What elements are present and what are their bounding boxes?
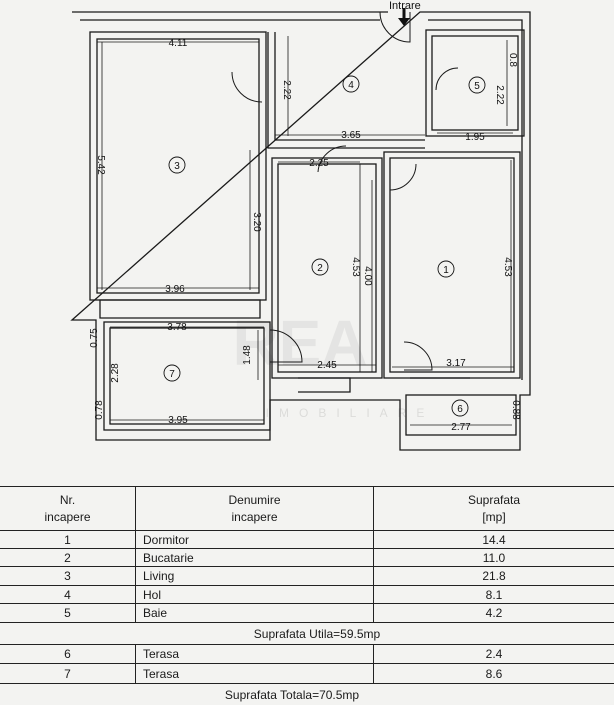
door-swings — [231, 11, 459, 371]
dim-terrace7-left-bottom: 0.78 — [94, 400, 105, 420]
table-row: 1 Dormitor 14.4 — [0, 530, 614, 548]
room-number-1: 1 — [443, 265, 449, 276]
dim-kitchen-inner: 4.00 — [362, 266, 373, 286]
dim-kitchen-top: 2.25 — [309, 158, 329, 169]
dim-terrace7-right: 1.48 — [242, 345, 253, 365]
room-number-7: 7 — [169, 369, 175, 380]
entrance-arrow-icon — [398, 8, 410, 26]
room-number-4: 4 — [348, 80, 354, 91]
dim-terrace6-right: 0.88 — [510, 400, 521, 420]
dimension-lines — [97, 36, 514, 426]
dim-living-inner: 3.20 — [251, 212, 262, 232]
dim-bath-width: 1.95 — [465, 132, 485, 143]
table-row: 2 Bucatarie 11.0 — [0, 548, 614, 566]
dim-bedroom-bottom: 3.17 — [446, 358, 466, 369]
dim-hall-height: 2.22 — [281, 80, 292, 100]
useful-area-total: Suprafata Utila=59.5mp — [253, 626, 381, 641]
room-number-5: 5 — [474, 81, 480, 92]
dim-terrace7-left: 2.28 — [110, 363, 121, 383]
room-number-2: 2 — [317, 263, 323, 274]
entrance-label: Intrare — [389, 0, 421, 12]
dim-terrace6-bottom: 2.77 — [451, 422, 471, 433]
dim-terrace7-bottom: 3.95 — [168, 415, 188, 426]
dim-bath-small: 0.8 — [507, 53, 518, 67]
header-area: Suprafata [mp] — [373, 487, 614, 530]
dim-hall-width: 3.65 — [341, 130, 361, 141]
dim-bath-height: 2.22 — [494, 85, 505, 105]
dim-bedroom-height: 4.53 — [502, 257, 513, 277]
dim-living-bottom: 3.96 — [165, 284, 185, 295]
useful-area-row: Suprafata Utila=59.5mp — [0, 622, 614, 644]
total-area: Suprafata Totala=70.5mp — [224, 687, 360, 702]
watermark-subtitle: IMOBILIARE — [266, 406, 435, 420]
table-row: 7 Terasa 8.6 — [0, 663, 614, 683]
table-row: 6 Terasa 2.4 — [0, 644, 614, 663]
area-table: Nr. incapere Denumire incapere Suprafata… — [0, 486, 614, 705]
dim-terrace7-top: 3.78 — [167, 322, 187, 333]
dim-terrace7-left-top: 0.75 — [89, 328, 100, 348]
table-row: 3 Living 21.8 — [0, 566, 614, 585]
outer-walls — [70, 11, 531, 451]
room-markers — [163, 75, 486, 417]
total-area-row: Suprafata Totala=70.5mp — [0, 683, 614, 705]
table-header: Nr. incapere Denumire incapere Suprafata… — [0, 486, 614, 530]
header-nr: Nr. incapere — [44, 492, 91, 524]
room-number-6: 6 — [457, 404, 463, 415]
table-row: 5 Baie 4.2 — [0, 603, 614, 622]
dim-kitchen-height: 4.53 — [350, 257, 361, 277]
dim-living-top: 4.11 — [169, 38, 188, 49]
dim-kitchen-bottom: 2.45 — [317, 360, 337, 371]
table-row: 4 Hol 8.1 — [0, 585, 614, 603]
watermark-logo: REA — [232, 307, 367, 379]
dim-living-height: 5.42 — [95, 155, 106, 175]
room-number-3: 3 — [174, 161, 180, 172]
header-name: Denumire incapere — [135, 487, 373, 530]
floor-plan: Intrare 1 2 3 4 5 6 7 4.11 5.42 3.20 3.9… — [70, 0, 531, 451]
